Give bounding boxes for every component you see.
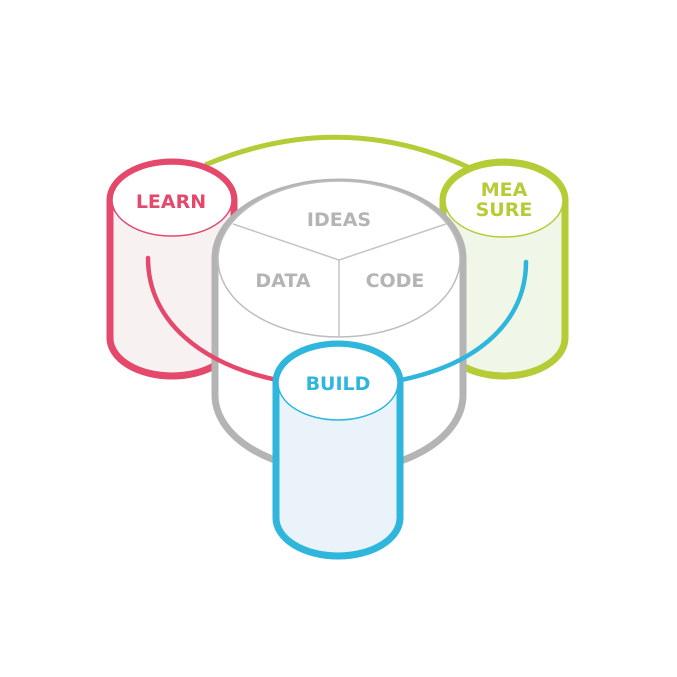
measure-cylinder: MEA SURE [439,158,569,380]
build-label: BUILD [306,373,371,395]
segment-code-label: CODE [366,270,425,292]
segment-ideas-label: IDEAS [307,209,371,231]
learn-cylinder-top [111,163,233,237]
learn-label: LEARN [136,191,206,213]
build-to-measure-arc [393,259,529,384]
build-cylinder-top [277,345,399,421]
learn-to-measure-arc [204,134,472,171]
build-cylinder: BUILD [272,340,404,560]
measure-label-line-1: MEA [481,179,528,201]
segment-data-label: DATA [255,270,310,292]
learn-to-build-arc [145,255,285,384]
center-divider-right [338,223,447,261]
measure-cylinder-top [444,164,564,238]
center-divider-left [232,223,340,261]
measure-label-line-2: SURE [476,199,533,221]
